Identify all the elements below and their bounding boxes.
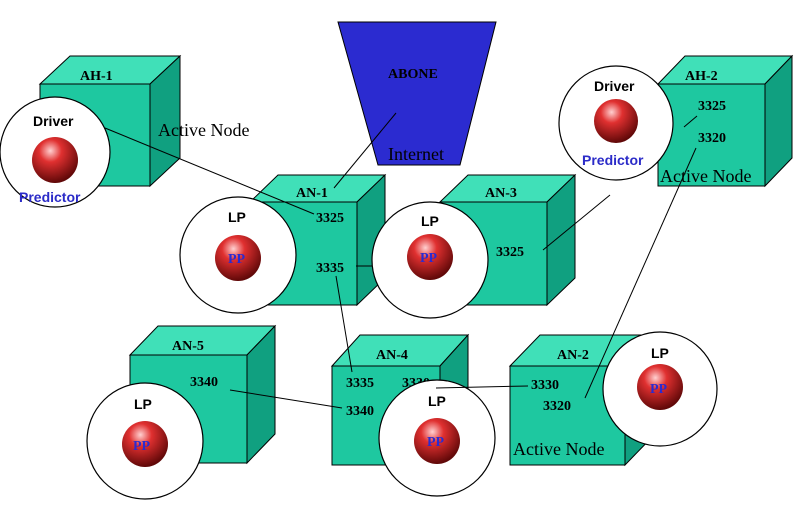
disc-an3-pp-label: PP — [420, 251, 438, 266]
node-ah-2-caption: Active Node — [660, 166, 751, 186]
node-ah-2: AH-2 3325 3320 Active Node — [656, 54, 794, 188]
node-ah-1-label: AH-1 — [80, 69, 113, 84]
disc-an3-lp: LP PP — [371, 201, 489, 319]
disc-an4-lp-label: LP — [428, 393, 446, 409]
disc-an4-lp: LP PP — [378, 379, 496, 497]
link-ah2-driver — [683, 115, 698, 128]
disc-ah1-predictor: Predictor — [19, 189, 81, 205]
node-an-4-port-3340: 3340 — [346, 404, 374, 419]
disc-an1-lp-label: LP — [228, 209, 246, 225]
node-an-5-port-3340: 3340 — [190, 375, 218, 390]
node-an-1-port-3325: 3325 — [316, 211, 344, 226]
node-ah-2-port-3320: 3320 — [698, 131, 726, 146]
link-ah1-an1 — [104, 127, 315, 215]
disc-an5-pp-label: PP — [133, 439, 151, 454]
disc-an2-lp: LP PP — [602, 331, 718, 447]
node-ah-1-caption: Active Node — [158, 120, 249, 140]
link-an1-an4 — [335, 275, 353, 373]
link-an5-an4 — [229, 389, 343, 409]
link-an3-ah2 — [542, 194, 611, 251]
node-an-1-label: AN-1 — [296, 186, 328, 201]
link-an1-internet — [333, 112, 397, 189]
disc-an1-lp: LP PP — [179, 196, 297, 314]
node-an-2-label: AN-2 — [557, 348, 589, 363]
disc-an3-lp-label: LP — [421, 213, 439, 229]
link-an4-an2 — [435, 385, 529, 389]
internet-caption: Internet — [388, 144, 444, 164]
disc-an1-pp-label: PP — [228, 252, 246, 267]
disc-ah1-driver-top: Driver — [33, 113, 74, 129]
disc-ah2-driver: Driver Predictor — [558, 65, 674, 181]
node-an-3-label: AN-3 — [485, 186, 517, 201]
disc-an2-lp-label: LP — [651, 345, 669, 361]
links — [104, 112, 698, 409]
node-ah-2-label: AH-2 — [685, 69, 718, 84]
disc-an5-lp-label: LP — [134, 396, 152, 412]
node-an-2-port-3320: 3320 — [543, 399, 571, 414]
node-ah-2-port-3325: 3325 — [698, 99, 726, 114]
disc-an4-pp-label: PP — [427, 435, 445, 450]
disc-ah2-driver-top: Driver — [594, 78, 635, 94]
node-an-3-port-3325: 3325 — [496, 245, 524, 260]
internet-abone-label: ABONE — [388, 67, 438, 82]
node-an-1-port-3335: 3335 — [316, 261, 344, 276]
disc-ah2-predictor: Predictor — [582, 152, 644, 168]
node-an-5-label: AN-5 — [172, 339, 204, 354]
node-an-4-port-3335: 3335 — [346, 376, 374, 391]
disc-ah1-driver: Driver Predictor — [0, 96, 111, 208]
disc-an5-lp: LP PP — [86, 382, 204, 500]
internet-cloud: ABONE Internet — [337, 21, 497, 166]
node-an-2-port-3330: 3330 — [531, 378, 559, 393]
disc-an2-pp-label: PP — [650, 382, 668, 397]
node-an-2-caption: Active Node — [513, 439, 604, 459]
link-an2-ah2 — [584, 147, 697, 399]
node-an-4-label: AN-4 — [376, 348, 408, 363]
